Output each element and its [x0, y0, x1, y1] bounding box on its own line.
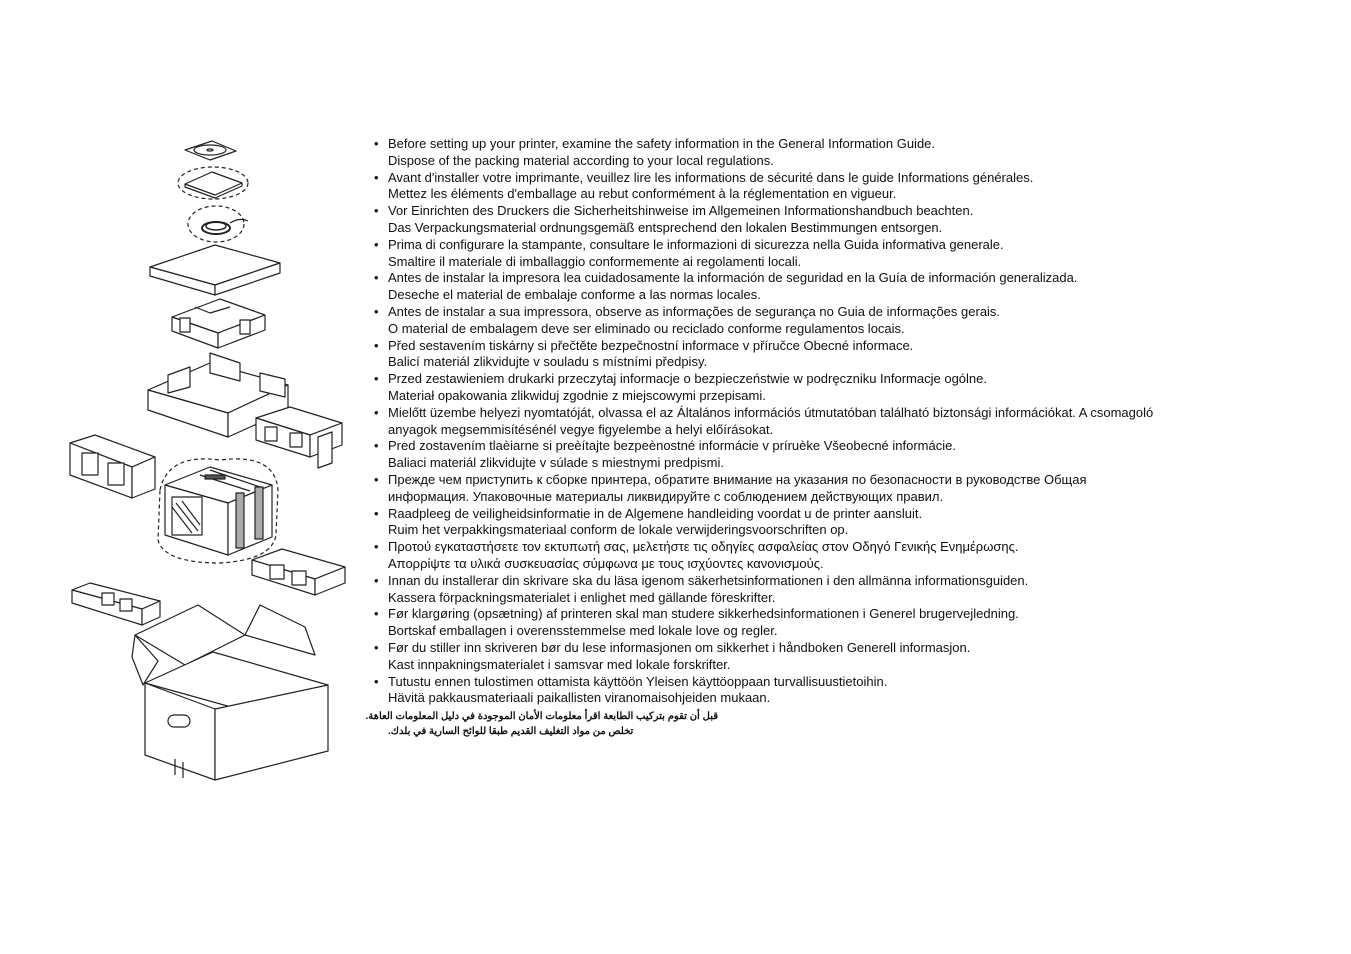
- instruction-line: Antes de instalar a sua impressora, obse…: [388, 303, 1001, 319]
- instruction-polish: Przed zestawieniem drukarki przeczytaj i…: [372, 371, 1272, 405]
- left-foam-icon: [69, 434, 156, 499]
- instruction-line: Deseche el material de embalaje conforme…: [388, 287, 761, 303]
- instruction-line: Balicí materiál zlikvidujte v souladu s …: [388, 354, 708, 370]
- instruction-line: Før klargøring (opsætning) af printeren …: [388, 606, 1019, 622]
- instruction-line: Ruim het verpakkingsmateriaal conform de…: [388, 522, 849, 538]
- instruction-line: Pred zostavením tlaèiarne si preèítajte …: [388, 438, 956, 454]
- instruction-slovak: Pred zostavením tlaèiarne si preèítajte …: [372, 438, 1272, 472]
- instruction-line: Mettez les éléments d'emballage au rebut…: [388, 186, 897, 202]
- documentation-icon: [177, 166, 249, 200]
- instruction-dutch: Raadpleeg de veiligheidsinformatie in de…: [372, 506, 1272, 540]
- instruction-greek: Προτού εγκαταστήσετε τον εκτυπωτή σας, μ…: [372, 539, 1272, 573]
- instruction-german: Vor Einrichten des Druckers die Sicherhe…: [372, 203, 1272, 237]
- instruction-danish: Før klargøring (opsætning) af printeren …: [372, 606, 1272, 640]
- instruction-italian: Prima di configurare la stampante, consu…: [372, 237, 1272, 271]
- instruction-czech: Před sestavením tiskárny si přečtěte bez…: [372, 338, 1272, 372]
- instruction-line: O material de embalagem deve ser elimina…: [388, 320, 905, 336]
- instruction-line: Kast innpakningsmaterialet i samsvar med…: [388, 656, 731, 672]
- instruction-line: anyagok megsemmisítésénél vegye figyelem…: [388, 421, 774, 437]
- instruction-spanish: Antes de instalar la impresora lea cuida…: [372, 270, 1272, 304]
- instruction-line: информация. Упаковочные материалы ликвид…: [388, 488, 944, 504]
- instruction-line: Przed zestawieniem drukarki przeczytaj i…: [388, 371, 987, 387]
- instruction-norwegian: Før du stiller inn skriveren bør du lese…: [372, 640, 1272, 674]
- cardboard-box-icon: [131, 604, 329, 781]
- instruction-line: Bortskaf emballagen i overensstemmelse m…: [388, 623, 778, 639]
- instruction-english: Before setting up your printer, examine …: [372, 136, 1272, 170]
- instruction-line: قبل أن تقوم بتركيب الطابعة اقرأ معلومات …: [365, 711, 719, 723]
- power-cable-icon: [187, 205, 249, 243]
- instruction-line: Прежде чем приступить к сборке принтера,…: [388, 471, 1087, 487]
- instruction-line: Before setting up your printer, examine …: [388, 136, 936, 151]
- instruction-line: Mielőtt üzembe helyezi nyomtatóját, olva…: [388, 404, 1154, 420]
- instruction-line: Smaltire il materiale di imballaggio con…: [388, 253, 802, 269]
- packing-tray-icon: [149, 244, 281, 296]
- instruction-swedish: Innan du installerar din skrivare ska du…: [372, 573, 1272, 607]
- instruction-french: Avant d'installer votre imprimante, veui…: [372, 170, 1272, 204]
- bottom-foam-icon: [71, 582, 161, 626]
- instruction-line: Kassera förpackningsmaterialet i enlighe…: [388, 589, 776, 605]
- instruction-line: Baliaci materiál zlikvidujte v súlade s …: [388, 455, 724, 471]
- packing-illustration: [69, 140, 346, 781]
- instruction-line: تخلص من مواد التغليف القديم طبقا للوائح …: [388, 726, 634, 738]
- top-foam-icon: [171, 298, 266, 349]
- instruction-line: Dispose of the packing material accordin…: [388, 152, 774, 168]
- instruction-line: Antes de instalar la impresora lea cuida…: [388, 270, 1078, 286]
- instruction-line: Das Verpackungsmaterial ordnungsgemäß en…: [388, 219, 943, 235]
- cd-icon: [184, 140, 237, 161]
- right-foam-lower-icon: [251, 548, 346, 596]
- instruction-line: Før du stiller inn skriveren bør du lese…: [388, 639, 971, 655]
- safety-instructions-list: Before setting up your printer, examine …: [365, 136, 1272, 739]
- instruction-line: Před sestavením tiskárny si přečtěte bez…: [388, 337, 914, 353]
- instruction-line: Innan du installerar din skrivare ska du…: [388, 572, 1029, 588]
- instruction-line: Hävitä pakkausmateriaali paikallisten vi…: [388, 690, 771, 706]
- instruction-line: Προτού εγκαταστήσετε τον εκτυπωτή σας, μ…: [388, 539, 1019, 555]
- instruction-line: Απορρίψτε τα υλικά συσκευασίας σύμφωνα μ…: [388, 555, 824, 571]
- instruction-line: Avant d'installer votre imprimante, veui…: [388, 169, 1034, 185]
- instruction-line: Tutustu ennen tulostimen ottamista käytt…: [388, 673, 888, 689]
- instruction-finnish: Tutustu ennen tulostimen ottamista käytt…: [372, 674, 1272, 708]
- instruction-portuguese: Antes de instalar a sua impressora, obse…: [372, 304, 1272, 338]
- instruction-line: Raadpleeg de veiligheidsinformatie in de…: [388, 505, 923, 521]
- printer-icon: [157, 458, 279, 564]
- right-foam-upper-icon: [255, 406, 343, 469]
- instruction-line: Materiał opakowania zlikwiduj zgodnie z …: [388, 387, 766, 403]
- instruction-line: Vor Einrichten des Druckers die Sicherhe…: [388, 203, 974, 219]
- instruction-line: Prima di configurare la stampante, consu…: [388, 236, 1004, 252]
- instruction-arabic: قبل أن تقوم بتركيب الطابعة اقرأ معلومات …: [365, 709, 1272, 739]
- instruction-russian: Прежде чем приступить к сборке принтера,…: [372, 472, 1272, 506]
- instruction-hungarian: Mielőtt üzembe helyezi nyomtatóját, olva…: [372, 405, 1272, 439]
